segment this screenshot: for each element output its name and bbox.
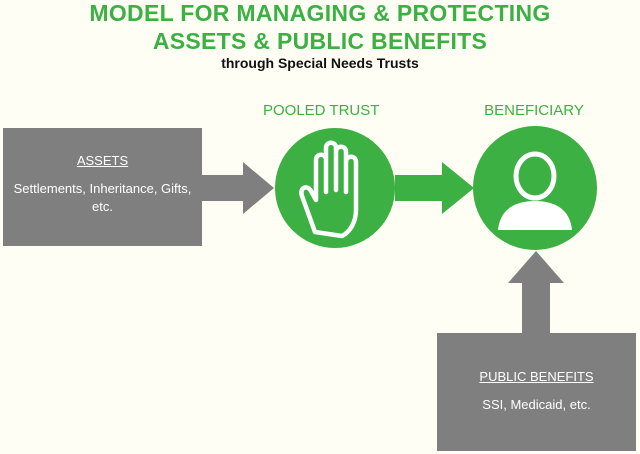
pooled-trust-node: [275, 128, 395, 248]
public-benefits-heading: PUBLIC BENEFITS: [479, 369, 594, 384]
raised-hand-icon: [299, 140, 359, 239]
beneficiary-node: [473, 126, 597, 250]
assets-box: ASSETS Settlements, Inheritance, Gifts, …: [3, 128, 202, 246]
pooled-trust-label: POOLED TRUST: [263, 102, 380, 119]
arrow-trust-to-beneficiary: [395, 162, 474, 214]
title-line-1: MODEL FOR MANAGING & PROTECTING: [89, 0, 551, 26]
arrow-benefits-to-beneficiary: [508, 251, 564, 333]
title-line-2: ASSETS & PUBLIC BENEFITS: [152, 28, 488, 54]
public-benefits-text: SSI, Medicaid, etc.: [482, 397, 591, 412]
person-icon: [498, 151, 572, 230]
subtitle: through Special Needs Trusts: [221, 55, 419, 71]
assets-heading: ASSETS: [76, 153, 129, 168]
assets-text: Settlements, Inheritance, Gifts, etc.: [13, 181, 192, 214]
arrow-assets-to-trust: [202, 162, 274, 214]
public-benefits-box: PUBLIC BENEFITS SSI, Medicaid, etc.: [437, 333, 636, 451]
beneficiary-label: BENEFICIARY: [484, 102, 584, 119]
